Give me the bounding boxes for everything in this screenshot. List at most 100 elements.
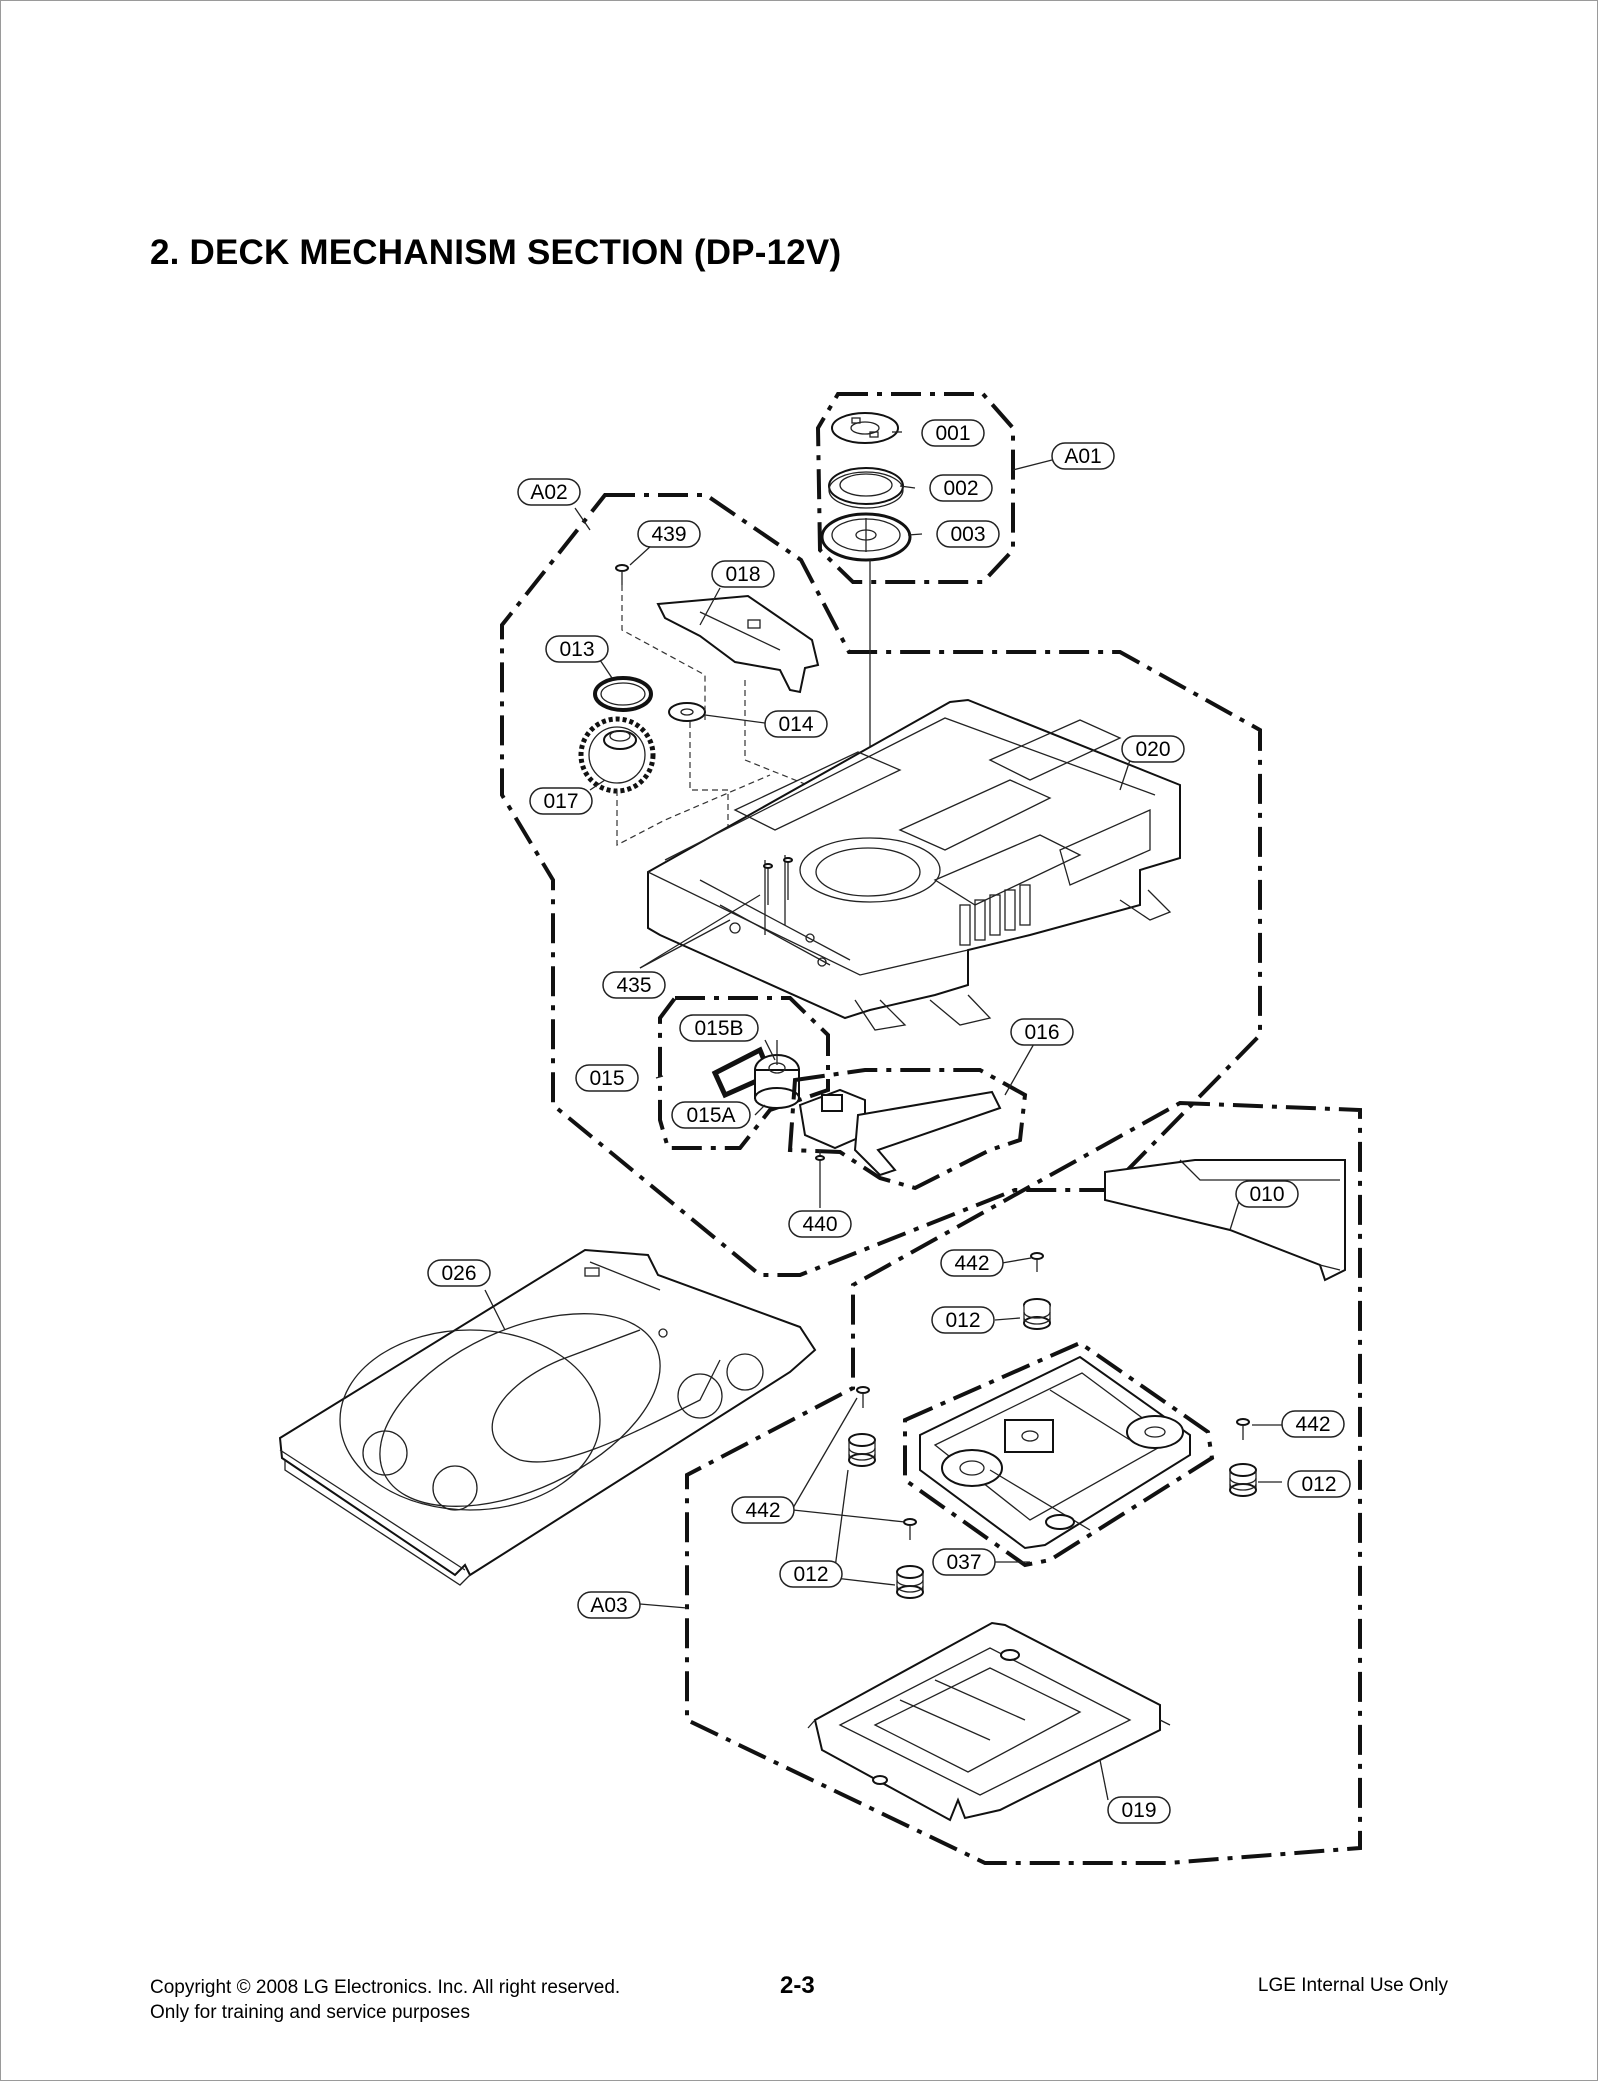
svg-text:037: 037	[946, 1551, 981, 1574]
part-026-disc-tray	[278, 1248, 817, 1586]
svg-text:003: 003	[950, 523, 985, 546]
callout-012-b: 012	[1287, 1470, 1351, 1498]
callout-020: 020	[1121, 735, 1185, 763]
part-442-screw-4	[903, 1518, 917, 1540]
callout-016: 016	[1010, 1018, 1074, 1046]
part-014-pulley	[668, 702, 706, 722]
svg-text:A03: A03	[590, 1594, 627, 1617]
part-442-screw-1	[1030, 1252, 1044, 1272]
svg-text:012: 012	[1301, 1473, 1336, 1496]
part-017-gear	[578, 716, 656, 794]
part-016-boundary	[787, 1068, 1028, 1191]
svg-text:017: 017	[543, 790, 578, 813]
footer-copyright: Copyright © 2008 LG Electronics. Inc. Al…	[150, 1977, 621, 1998]
callout-a03: A03	[577, 1591, 641, 1619]
callout-018: 018	[711, 560, 775, 588]
section-title: 2. DECK MECHANISM SECTION (DP-12V)	[150, 233, 842, 272]
callout-037: 037	[932, 1548, 996, 1576]
assembly-a02-boundary	[500, 493, 1262, 1277]
callout-012-c: 012	[779, 1560, 843, 1588]
part-440-screw	[815, 1150, 825, 1200]
part-012-damper-4	[896, 1565, 924, 1599]
part-018-slide-lever	[656, 594, 820, 694]
part-439-screw	[615, 564, 629, 585]
svg-text:020: 020	[1135, 738, 1170, 761]
svg-text:015: 015	[589, 1067, 624, 1090]
callout-439: 439	[637, 520, 701, 548]
screw-442-group	[856, 1252, 1250, 1540]
callout-017: 017	[529, 787, 593, 815]
svg-text:002: 002	[943, 477, 978, 500]
callout-012-a: 012	[931, 1306, 995, 1334]
part-012-damper-2	[848, 1433, 876, 1467]
callout-440: 440	[788, 1210, 852, 1238]
svg-text:026: 026	[441, 1262, 476, 1285]
callout-442-a: 442	[940, 1249, 1004, 1277]
part-020-loader-base	[647, 698, 1181, 1031]
callout-013: 013	[545, 635, 609, 663]
footer-internal-notice: LGE Internal Use Only	[1257, 1975, 1448, 1996]
callout-442-b: 442	[1281, 1410, 1345, 1438]
svg-text:012: 012	[945, 1309, 980, 1332]
part-callouts: 001 002 003 A01 A02 439 018 013 014 017 …	[427, 419, 1351, 1824]
callout-019: 019	[1107, 1796, 1171, 1824]
part-012-damper-3	[1229, 1463, 1257, 1497]
callout-010: 010	[1235, 1180, 1299, 1208]
part-442-screw-3	[1236, 1418, 1250, 1440]
callout-003: 003	[936, 520, 1000, 548]
part-015-motor	[711, 1040, 800, 1109]
damper-group	[848, 1298, 1257, 1599]
footer-copyright-block: Copyright © 2008 LG Electronics. Inc. Al…	[150, 1975, 620, 2025]
part-003-clamper-base	[820, 512, 912, 562]
part-010-flat-cable	[1104, 1159, 1346, 1282]
leader-lines	[484, 431, 1282, 1801]
part-013-belt	[593, 676, 653, 712]
svg-text:019: 019	[1121, 1799, 1156, 1822]
callout-a01: A01	[1051, 442, 1115, 470]
part-001-clamper-magnet	[831, 412, 899, 444]
part-019-pickup-frame	[807, 1621, 1171, 1822]
callout-435: 435	[602, 971, 666, 999]
callout-015b: 015B	[679, 1014, 759, 1042]
page-number: 2-3	[780, 1972, 815, 1999]
callout-002: 002	[929, 474, 993, 502]
callout-442-c: 442	[731, 1496, 795, 1524]
guide-screw-439	[621, 585, 706, 720]
assembly-a01-boundary	[815, 392, 1015, 584]
guide-gear	[616, 774, 771, 846]
callout-a02: A02	[517, 478, 581, 506]
svg-text:435: 435	[616, 974, 651, 997]
svg-text:442: 442	[1295, 1413, 1330, 1436]
part-002-clamper-ring	[828, 467, 904, 509]
svg-text:010: 010	[1249, 1183, 1284, 1206]
callout-001: 001	[921, 419, 985, 447]
svg-text:015A: 015A	[686, 1104, 735, 1127]
guide-lever	[744, 680, 821, 791]
callout-026: 026	[427, 1259, 491, 1287]
svg-text:016: 016	[1024, 1021, 1059, 1044]
svg-text:440: 440	[802, 1213, 837, 1236]
pickup-037-boundary	[903, 1340, 1215, 1568]
sub-assembly-015-boundary	[658, 996, 830, 1150]
callout-015a: 015A	[671, 1101, 751, 1129]
callout-015: 015	[575, 1064, 639, 1092]
footer-purpose: Only for training and service purposes	[150, 2002, 470, 2023]
callout-014: 014	[764, 710, 828, 738]
svg-text:442: 442	[954, 1252, 989, 1275]
svg-text:012: 012	[793, 1563, 828, 1586]
part-037-optical-pickup	[919, 1355, 1191, 1550]
svg-text:018: 018	[725, 563, 760, 586]
svg-text:015B: 015B	[694, 1017, 743, 1040]
part-442-screw-2	[856, 1386, 870, 1408]
part-435-screws	[763, 857, 793, 905]
svg-text:001: 001	[935, 422, 970, 445]
part-016-sensor-pcb	[798, 1088, 1002, 1177]
assembly-a03-boundary	[685, 1100, 1362, 1865]
svg-text:014: 014	[778, 713, 813, 736]
svg-text:013: 013	[559, 638, 594, 661]
svg-text:A02: A02	[530, 481, 567, 504]
svg-text:439: 439	[651, 523, 686, 546]
